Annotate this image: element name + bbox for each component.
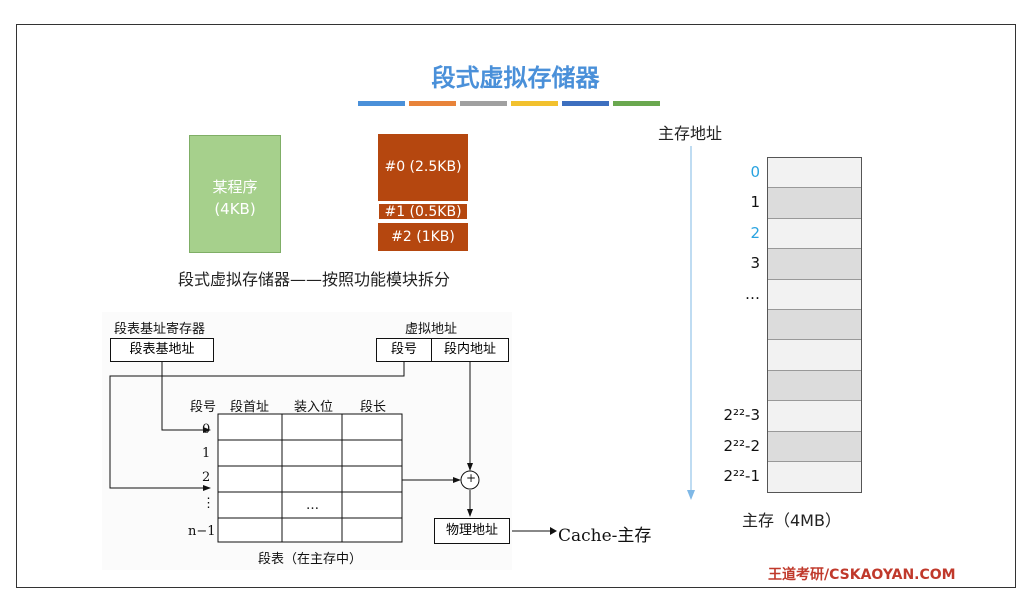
physical-addr-box: 物理地址 (434, 518, 510, 544)
seg-table-base-box: 段表基地址 (110, 338, 214, 362)
memory-cell (768, 340, 861, 371)
memory-cell (768, 401, 861, 432)
memory-cell (768, 249, 861, 280)
color-swatch (358, 101, 405, 106)
col-seg-number: 段号 (190, 400, 217, 415)
main-memory-column (767, 157, 862, 494)
row-label-3: ⋮ (202, 496, 215, 511)
virtual-addr-label: 虚拟地址 (405, 322, 458, 337)
split-caption: 段式虚拟存储器——按照功能模块拆分 (178, 270, 451, 289)
title-underline-colorbar (358, 101, 660, 106)
color-swatch (409, 101, 456, 106)
cache-main-memory-label: Cache-主存 (558, 526, 652, 546)
memory-cell (768, 370, 861, 402)
memory-address-label: 2²²-2 (723, 436, 760, 455)
memory-address-label: 1 (750, 193, 760, 212)
segment-0: #0 (2.5KB) (378, 134, 468, 201)
memory-address-label: … (745, 284, 760, 303)
diagram-lines (109, 362, 480, 543)
memory-cell (768, 309, 861, 341)
col-seg-start: 段首址 (230, 400, 270, 415)
program-size: (4KB) (214, 200, 256, 218)
address-direction-arrow (687, 146, 695, 500)
memory-address-label: 0 (750, 163, 760, 181)
row-label-1: 1 (202, 446, 211, 461)
seg-table-reg-label: 段表基址寄存器 (114, 322, 206, 337)
to-cache-arrow (512, 527, 557, 535)
segment-2: #2 (1KB) (378, 223, 468, 251)
seg-table-caption: 段表（在主存中） (258, 552, 363, 567)
slide-frame (16, 24, 1016, 588)
seg-number-box: 段号 (376, 338, 432, 362)
row-label-2: 2 (202, 470, 211, 485)
col-present-bit: 装入位 (294, 400, 334, 415)
row-label-0: 0 (202, 422, 211, 437)
color-swatch (511, 101, 558, 106)
color-swatch (562, 101, 609, 106)
address-translation-diagram: 段表基址寄存器 段表基地址 虚拟地址 段号 段内地址 段号 段首址 装入位 段长… (102, 312, 512, 570)
memory-cell (768, 188, 861, 219)
memory-address-label: 2 (750, 223, 760, 242)
memory-address-label: 2²²-3 (723, 406, 760, 425)
segment-1: #1 (0.5KB) (378, 203, 468, 220)
program-block: 某程序 (4KB) (189, 135, 281, 253)
table-ellipsis: … (306, 498, 319, 513)
adder-plus: + (466, 471, 477, 485)
memory-address-label: 3 (750, 254, 760, 273)
main-memory-caption: 主存（4MB） (742, 511, 841, 530)
color-swatch (460, 101, 507, 106)
slide-title: 段式虚拟存储器 (431, 64, 600, 92)
memory-address-label: 2²²-1 (723, 467, 760, 485)
color-swatch (613, 101, 660, 106)
col-seg-length: 段长 (360, 400, 387, 415)
memory-cell (768, 218, 861, 250)
memory-cell (768, 431, 861, 462)
memory-cell (768, 279, 861, 310)
row-label-n: n−1 (188, 524, 216, 539)
main-memory-addr-title: 主存地址 (658, 124, 723, 143)
seg-offset-box: 段内地址 (431, 338, 509, 362)
memory-cell (768, 158, 861, 189)
memory-cell (768, 461, 861, 493)
program-label: 某程序 (212, 178, 258, 196)
footer-watermark: 王道考研/CSKAOYAN.COM (768, 567, 956, 583)
